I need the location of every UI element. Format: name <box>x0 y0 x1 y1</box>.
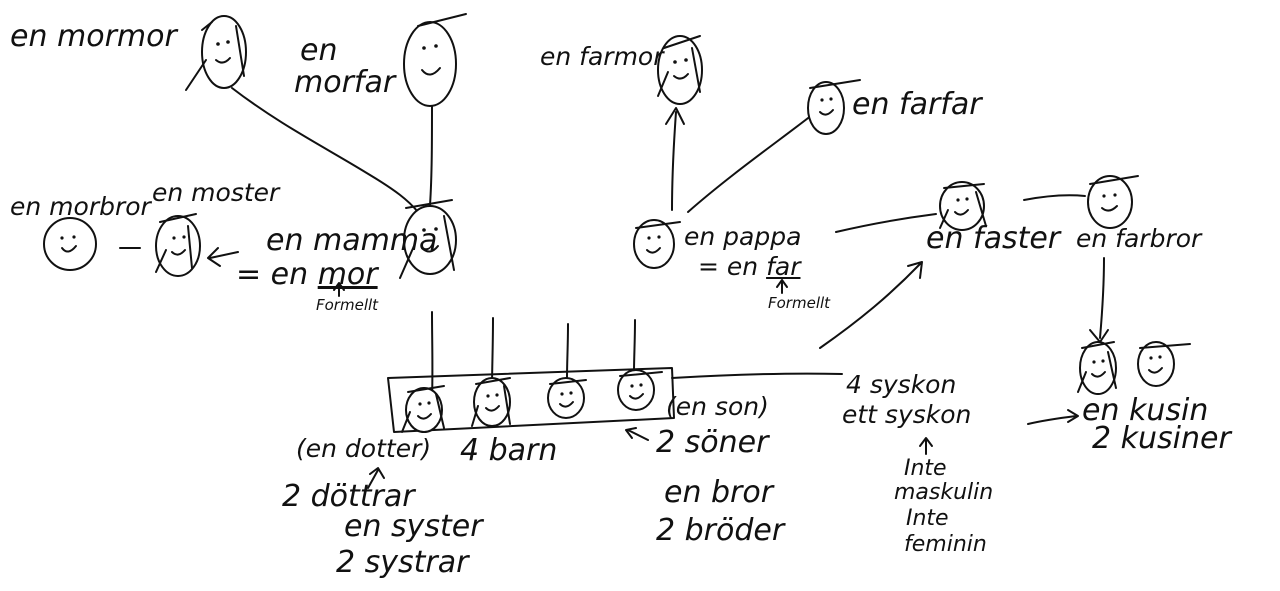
label-farmor: en farmor <box>540 42 664 71</box>
label-bror: en bror <box>664 475 774 510</box>
label-pappa-formellt: Formellt <box>768 294 831 312</box>
label-morfar-line2: morfar <box>294 65 396 100</box>
face-farmor <box>657 35 703 105</box>
line-child-3 <box>566 323 569 379</box>
label-son: (en son) <box>666 392 769 421</box>
label-barn: 4 barn <box>460 433 558 468</box>
label-systrar: 2 systrar <box>336 545 469 580</box>
line-faster-farbror <box>1023 194 1086 201</box>
label-mamma-mor-word: mor <box>317 257 378 292</box>
face-faster <box>939 181 987 231</box>
label-pappa-prefix: = en <box>698 252 767 281</box>
label-broder: 2 bröder <box>656 513 785 548</box>
label-mormor: en mormor <box>10 19 177 54</box>
face-farbror <box>1087 175 1139 229</box>
line-pappa-farmor <box>671 111 677 211</box>
label-mamma-mor: = en mor <box>236 260 378 290</box>
siblings-box <box>387 367 675 433</box>
line-box-syskon <box>671 372 843 379</box>
label-syskon-singular: ett syskon <box>842 400 972 429</box>
arrow-dotter <box>367 467 385 489</box>
arrow-to-faster <box>819 261 923 349</box>
face-mamma <box>399 199 457 279</box>
line-mormor-mamma <box>231 87 419 213</box>
face-morbror <box>43 217 97 271</box>
label-pappa: en pappa <box>684 222 802 251</box>
label-farbror: en farbror <box>1076 224 1202 253</box>
face-kusin-2 <box>1137 341 1191 387</box>
face-moster <box>155 213 201 277</box>
label-dotter: (en dotter) <box>296 434 432 463</box>
label-mamma-formellt: Formellt <box>316 296 379 314</box>
face-pappa <box>633 219 681 269</box>
label-inte-2: Inte <box>906 506 949 531</box>
arrow-moster <box>207 247 239 267</box>
label-morbror: en morbror <box>10 192 151 221</box>
label-syskon-plural: 4 syskon <box>846 370 957 399</box>
label-inte-feminin: feminin <box>904 532 987 557</box>
label-pappa-far: = en far <box>698 254 800 279</box>
face-child-3 <box>547 377 587 419</box>
face-child-2 <box>471 377 511 427</box>
face-morfar <box>403 13 467 107</box>
face-kusin-1 <box>1077 341 1117 395</box>
arrow-up-mor <box>333 282 345 297</box>
line-farbror-kusin <box>1099 257 1105 339</box>
label-inte-1: Inte <box>904 456 947 481</box>
label-mamma-prefix: = en <box>236 257 318 292</box>
line-child-4 <box>633 319 636 373</box>
arrow-head-farmor <box>665 107 685 125</box>
arrow-son <box>625 427 649 441</box>
label-morfar-line1: en <box>300 33 338 68</box>
label-faster: en faster <box>926 221 1061 256</box>
arrow-up-far <box>776 279 788 294</box>
arrow-up-syskon <box>919 437 933 455</box>
line-pappa-faster <box>835 213 937 233</box>
label-farfar: en farfar <box>852 87 982 122</box>
line-morfar-mamma <box>429 99 433 206</box>
label-inte-maskulin: maskulin <box>894 480 994 505</box>
arrow-to-kusin <box>1027 409 1079 425</box>
face-child-4 <box>617 369 663 411</box>
face-farfar <box>807 79 861 135</box>
label-kusin: en kusin <box>1082 393 1209 428</box>
label-moster: en moster <box>152 178 280 207</box>
label-pappa-far-word: far <box>766 252 801 281</box>
label-syster: en syster <box>344 509 483 544</box>
label-dottrar: 2 döttrar <box>282 479 415 514</box>
line-pappa-farfar <box>687 114 813 213</box>
face-mormor <box>185 15 247 91</box>
face-child-1 <box>401 385 445 433</box>
label-soner: 2 söner <box>656 425 769 460</box>
label-mamma: en mamma <box>266 223 438 258</box>
arrow-head-kusin <box>1089 329 1109 343</box>
label-kusiner: 2 kusiner <box>1092 421 1231 456</box>
